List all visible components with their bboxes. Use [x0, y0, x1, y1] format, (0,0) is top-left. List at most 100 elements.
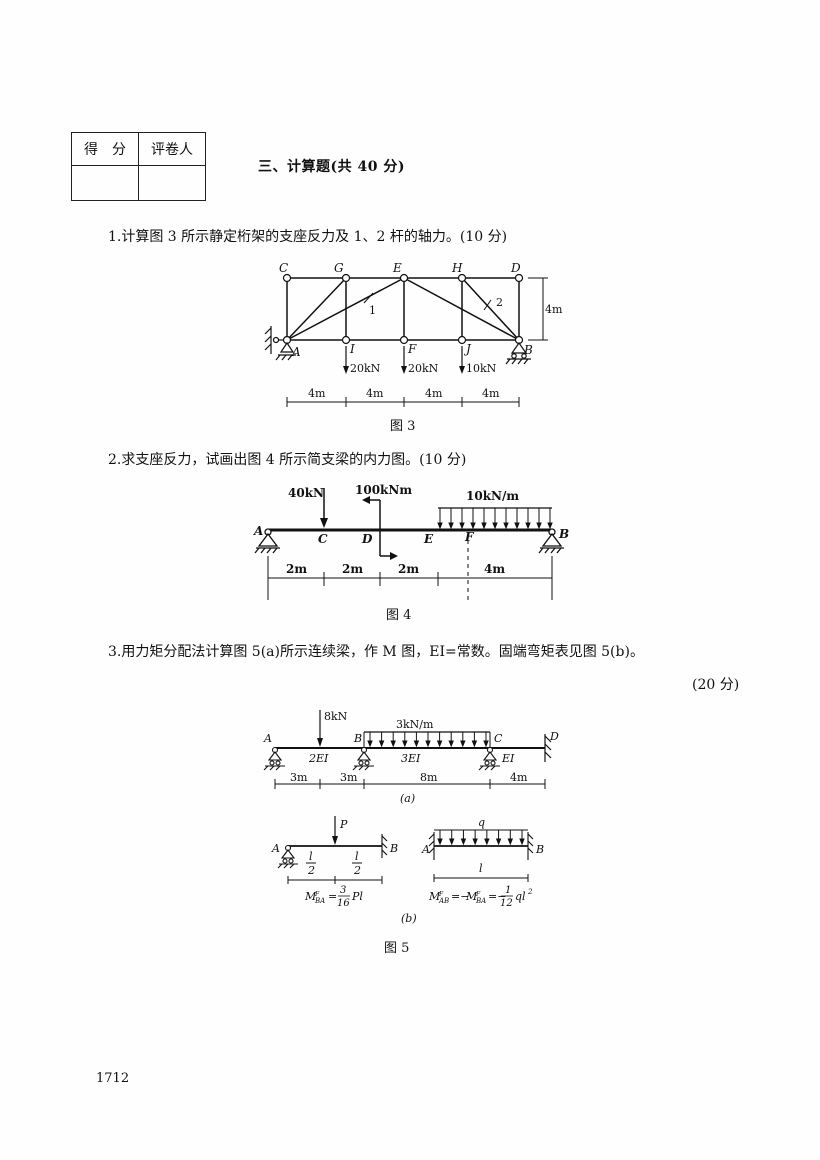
fig5a-stiffness-ab: 2EI: [308, 752, 329, 765]
beam-label-c: C: [318, 532, 328, 546]
udl-arrowhead: [503, 522, 509, 530]
fig5a-point-load: 8kN: [324, 710, 348, 723]
fig5b-half-den-1: 2: [307, 864, 315, 877]
udl-arrowhead: [492, 522, 498, 530]
fig5b-half-den-2: 2: [353, 864, 361, 877]
roller-support: [356, 751, 372, 761]
section-title: 三、计算题(共 40 分): [258, 159, 405, 175]
fig5a-node-b: B: [353, 732, 362, 745]
udl-arrowhead: [437, 522, 443, 530]
joint-label-i: I: [349, 342, 355, 356]
fig5b-right-formula-sub1: AB: [438, 897, 449, 905]
udl-arrowhead: [413, 740, 420, 748]
udl-arrowhead: [514, 522, 520, 530]
beam-label-a: A: [253, 524, 263, 538]
fig5b-right-load: q: [478, 816, 485, 829]
roller-wheel: [490, 760, 496, 766]
fig5b-half-num-2: l: [355, 850, 359, 863]
udl-arrowhead: [495, 838, 502, 846]
udl-arrowhead: [483, 740, 489, 748]
udl-arrowhead: [402, 740, 408, 748]
roller-hatch: [263, 765, 269, 771]
fig5b-right-formula-tail: ql: [515, 890, 526, 903]
figure-4-caption: 图 4: [386, 608, 412, 623]
fig5a-node-c: C: [494, 732, 503, 745]
page-number: 1712: [96, 1071, 130, 1086]
distributed-load-label: 10kN/m: [466, 489, 519, 503]
fig5a-node-d: D: [549, 730, 559, 743]
roller-support: [267, 751, 283, 761]
span-label-1: 4m: [308, 387, 326, 400]
udl-arrowhead: [525, 522, 531, 530]
fig5a-span-3: 8m: [420, 771, 438, 784]
svg-text:F: F: [438, 891, 444, 898]
beam-span-1: 2m: [286, 562, 307, 576]
moment-label: 100kNm: [355, 483, 412, 497]
fig5b-right-formula-m1: M: [428, 890, 441, 903]
udl-arrowhead: [448, 838, 455, 846]
roller-wheel: [275, 760, 281, 766]
svg-text:2: 2: [527, 888, 533, 896]
udl-arrowhead: [436, 740, 443, 748]
height-label: 4m: [545, 303, 563, 316]
span-label-4: 4m: [482, 387, 500, 400]
fig5a-stiffness-cd: EI: [501, 752, 515, 765]
beam-label-d: D: [361, 532, 373, 546]
fig5b-left-formula-den: 16: [337, 898, 350, 909]
fig5b-half-num-1: l: [309, 850, 313, 863]
fig5b-left-end-b: B: [389, 842, 398, 855]
beam-span-3: 2m: [398, 562, 419, 576]
roller-wheel: [484, 760, 490, 766]
udl-arrowhead: [460, 740, 466, 748]
roller-hatch: [269, 765, 275, 771]
fig5b-left-formula-m: M: [304, 890, 317, 903]
fig5a-span-4: 4m: [510, 771, 528, 784]
udl-arrowhead: [459, 522, 465, 530]
score-table: 得 分 评卷人: [71, 132, 206, 201]
joint-label-a: A: [291, 345, 301, 359]
fig5b-right-formula-den: 12: [500, 898, 513, 909]
roller-hatch: [490, 765, 496, 771]
question-2-text: 2.求支座反力，试画出图 4 所示简支梁的内力图。(10 分): [108, 452, 467, 468]
udl-arrowhead: [367, 740, 373, 748]
udl-arrowhead: [547, 522, 553, 530]
roller-hatch: [484, 765, 490, 771]
joint-label-b: B: [523, 343, 533, 357]
fig5b-left-formula-tail: Pl: [351, 890, 363, 903]
grader-header: 评卷人: [138, 132, 206, 166]
fig5b-right-end-b: B: [535, 843, 544, 856]
udl-arrowhead: [471, 740, 478, 748]
fig5b-left-formula-num: 3: [340, 885, 346, 896]
fig5b-right-end-a: A: [421, 843, 430, 856]
fig5a-span-2: 3m: [340, 771, 358, 784]
question-3-text: 3.用力矩分配法计算图 5(a)所示连续梁，作 M 图，EI=常数。固端弯矩表见…: [108, 644, 644, 660]
roller-hatch: [352, 765, 358, 771]
fig5b-right-length: l: [479, 862, 483, 875]
roller-support: [482, 751, 498, 761]
joint-label-h: H: [451, 261, 463, 275]
svg-text:=−: =−: [451, 890, 469, 903]
load-label-f: 20kN: [408, 362, 439, 375]
joint-label-d: D: [510, 261, 521, 275]
udl-arrowhead: [470, 522, 476, 530]
fig5b-right-formula-m2: M: [465, 890, 478, 903]
udl-arrowhead: [448, 522, 454, 530]
udl-arrowhead: [437, 838, 443, 846]
load-label-j: 10kN: [466, 362, 497, 375]
joint-label-j: J: [463, 342, 472, 356]
joint-label-f: F: [407, 342, 417, 356]
score-header: 得 分: [71, 132, 139, 166]
beam-label-f: F: [464, 530, 475, 544]
fig5b-left-end-a: A: [271, 842, 280, 855]
roller-hatch: [275, 765, 281, 771]
question-1-text: 1.计算图 3 所示静定桁架的支座反力及 1、2 杆的轴力。(10 分): [108, 229, 508, 245]
load-label-i: 20kN: [350, 362, 381, 375]
beam-label-b: B: [558, 527, 569, 541]
beam-label-e: E: [423, 532, 434, 546]
udl-arrowhead: [448, 740, 454, 748]
roller-wheel: [358, 760, 364, 766]
roller-hatch: [358, 765, 364, 771]
svg-text:=: =: [328, 890, 337, 903]
